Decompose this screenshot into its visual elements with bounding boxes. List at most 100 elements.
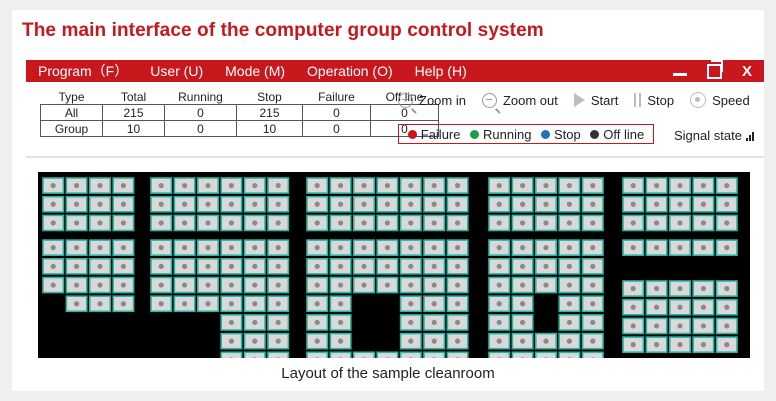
- fan-filter-unit[interactable]: [581, 214, 604, 232]
- fan-filter-unit[interactable]: [173, 276, 196, 294]
- fan-filter-unit[interactable]: [267, 276, 290, 294]
- fan-filter-unit[interactable]: [645, 177, 668, 194]
- fan-filter-unit[interactable]: [692, 239, 715, 256]
- fan-filter-unit[interactable]: [715, 280, 738, 297]
- fan-filter-unit[interactable]: [558, 195, 581, 213]
- fan-filter-unit[interactable]: [376, 276, 399, 294]
- fan-filter-unit[interactable]: [112, 276, 135, 294]
- fan-filter-unit[interactable]: [668, 317, 691, 335]
- fan-filter-unit[interactable]: [692, 280, 715, 297]
- fan-filter-unit[interactable]: [511, 276, 534, 294]
- fan-filter-unit[interactable]: [446, 195, 469, 213]
- fan-filter-unit[interactable]: [220, 177, 243, 194]
- fan-filter-unit[interactable]: [488, 239, 511, 256]
- fan-filter-unit[interactable]: [88, 214, 111, 232]
- fan-filter-unit[interactable]: [243, 214, 266, 232]
- fan-filter-unit[interactable]: [715, 317, 738, 335]
- fan-filter-unit[interactable]: [267, 295, 290, 313]
- fan-filter-unit[interactable]: [645, 280, 668, 297]
- fan-filter-unit[interactable]: [645, 195, 668, 213]
- fan-filter-unit[interactable]: [668, 177, 691, 194]
- fan-filter-unit[interactable]: [715, 214, 738, 232]
- fan-filter-unit[interactable]: [220, 239, 243, 256]
- menu-user[interactable]: User (U): [150, 63, 204, 79]
- menu-help[interactable]: Help (H): [414, 63, 467, 79]
- fan-filter-unit[interactable]: [243, 276, 266, 294]
- fan-filter-unit[interactable]: [399, 195, 422, 213]
- fan-filter-unit[interactable]: [423, 314, 446, 331]
- fan-filter-unit[interactable]: [488, 276, 511, 294]
- fan-filter-unit[interactable]: [622, 298, 645, 316]
- fan-filter-unit[interactable]: [581, 351, 604, 358]
- fan-filter-unit[interactable]: [65, 195, 88, 213]
- fan-filter-unit[interactable]: [267, 195, 290, 213]
- fan-filter-unit[interactable]: [220, 276, 243, 294]
- fan-filter-unit[interactable]: [581, 177, 604, 194]
- fan-filter-unit[interactable]: [488, 295, 511, 313]
- fan-filter-unit[interactable]: [173, 177, 196, 194]
- fan-filter-unit[interactable]: [220, 195, 243, 213]
- fan-filter-unit[interactable]: [558, 295, 581, 313]
- fan-filter-unit[interactable]: [581, 332, 604, 350]
- fan-filter-unit[interactable]: [488, 177, 511, 194]
- fan-filter-unit[interactable]: [306, 332, 329, 350]
- fan-filter-unit[interactable]: [88, 195, 111, 213]
- fan-filter-unit[interactable]: [558, 332, 581, 350]
- fan-filter-unit[interactable]: [112, 258, 135, 275]
- fan-filter-unit[interactable]: [112, 195, 135, 213]
- fan-filter-unit[interactable]: [329, 295, 352, 313]
- fan-filter-unit[interactable]: [692, 298, 715, 316]
- fan-filter-unit[interactable]: [446, 177, 469, 194]
- fan-filter-unit[interactable]: [622, 336, 645, 354]
- fan-filter-unit[interactable]: [42, 177, 65, 194]
- fan-filter-unit[interactable]: [352, 276, 375, 294]
- fan-filter-unit[interactable]: [581, 295, 604, 313]
- fan-filter-unit[interactable]: [692, 195, 715, 213]
- fan-filter-unit[interactable]: [399, 177, 422, 194]
- fan-filter-unit[interactable]: [668, 214, 691, 232]
- fan-filter-unit[interactable]: [306, 314, 329, 331]
- fan-filter-unit[interactable]: [511, 295, 534, 313]
- fan-filter-unit[interactable]: [243, 258, 266, 275]
- fan-filter-unit[interactable]: [668, 239, 691, 256]
- fan-filter-unit[interactable]: [220, 214, 243, 232]
- fan-filter-unit[interactable]: [399, 314, 422, 331]
- menu-mode[interactable]: Mode (M): [225, 63, 286, 79]
- fan-filter-unit[interactable]: [581, 239, 604, 256]
- fan-filter-unit[interactable]: [267, 258, 290, 275]
- fan-filter-unit[interactable]: [329, 239, 352, 256]
- fan-filter-unit[interactable]: [329, 332, 352, 350]
- fan-filter-unit[interactable]: [446, 295, 469, 313]
- fan-filter-unit[interactable]: [558, 276, 581, 294]
- fan-filter-unit[interactable]: [220, 314, 243, 331]
- fan-filter-unit[interactable]: [267, 239, 290, 256]
- fan-filter-unit[interactable]: [220, 258, 243, 275]
- zoom-in-button[interactable]: Zoom in: [398, 92, 466, 108]
- fan-filter-unit[interactable]: [267, 177, 290, 194]
- close-button[interactable]: X: [741, 62, 752, 80]
- fan-filter-unit[interactable]: [243, 314, 266, 331]
- fan-filter-unit[interactable]: [267, 351, 290, 358]
- fan-filter-unit[interactable]: [534, 195, 557, 213]
- fan-filter-unit[interactable]: [197, 177, 220, 194]
- fan-filter-unit[interactable]: [423, 351, 446, 358]
- fan-filter-unit[interactable]: [220, 332, 243, 350]
- fan-filter-unit[interactable]: [668, 195, 691, 213]
- fan-filter-unit[interactable]: [692, 177, 715, 194]
- fan-filter-unit[interactable]: [42, 276, 65, 294]
- fan-filter-unit[interactable]: [715, 336, 738, 354]
- fan-filter-unit[interactable]: [423, 195, 446, 213]
- fan-filter-unit[interactable]: [581, 314, 604, 331]
- fan-filter-unit[interactable]: [511, 332, 534, 350]
- fan-filter-unit[interactable]: [399, 239, 422, 256]
- fan-filter-unit[interactable]: [534, 258, 557, 275]
- fan-filter-unit[interactable]: [488, 314, 511, 331]
- fan-filter-unit[interactable]: [150, 258, 173, 275]
- fan-filter-unit[interactable]: [423, 276, 446, 294]
- fan-filter-unit[interactable]: [65, 177, 88, 194]
- fan-filter-unit[interactable]: [558, 351, 581, 358]
- fan-filter-unit[interactable]: [622, 195, 645, 213]
- fan-filter-unit[interactable]: [329, 195, 352, 213]
- fan-filter-unit[interactable]: [692, 317, 715, 335]
- fan-filter-unit[interactable]: [329, 351, 352, 358]
